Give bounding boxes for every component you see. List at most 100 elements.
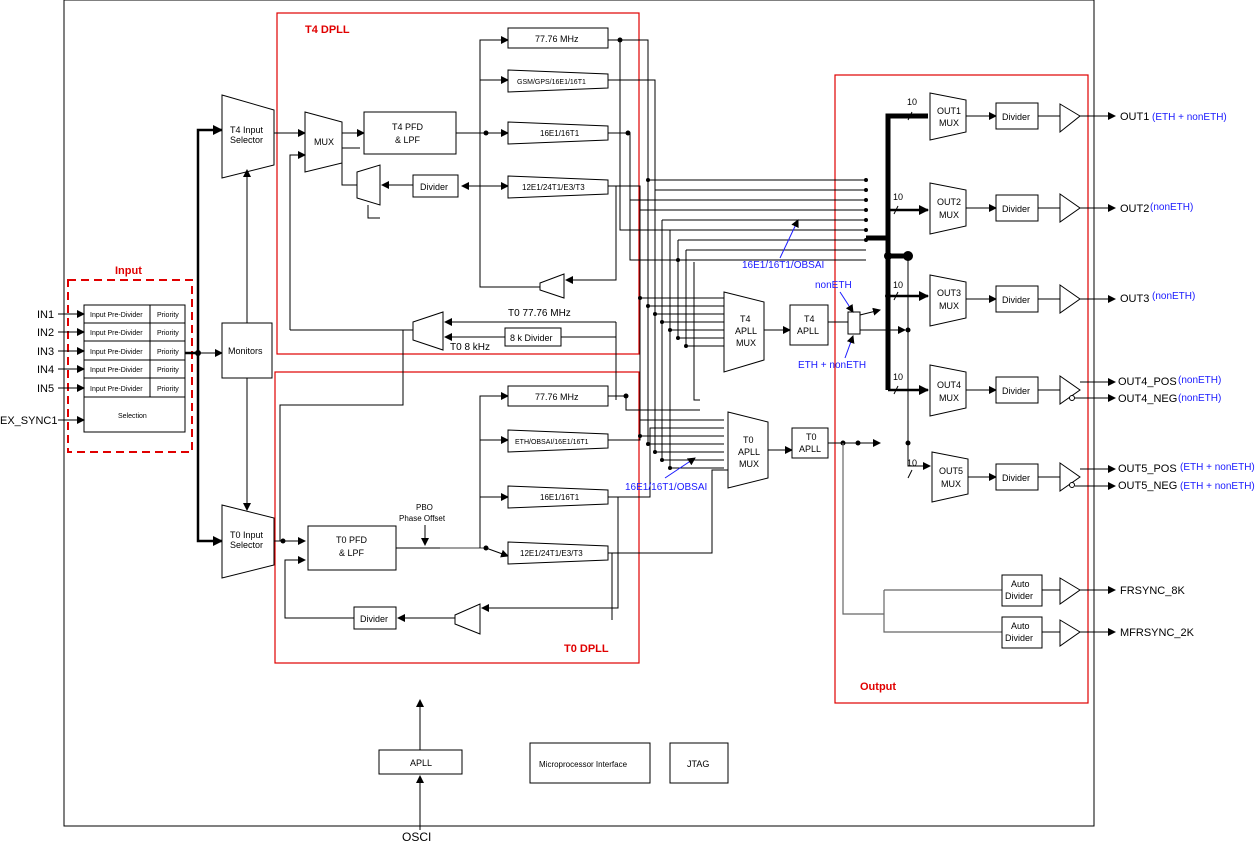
svg-text:Divider: Divider (1002, 112, 1030, 122)
t4-divider (412, 174, 459, 198)
selection-label: Selection (118, 413, 147, 420)
chip-border (63, 0, 1095, 827)
svg-text:MUX: MUX (939, 118, 959, 128)
svg-text:Divider: Divider (1002, 295, 1030, 305)
svg-text:8 k Divider: 8 k Divider (510, 333, 553, 343)
input-table (83, 304, 186, 433)
svg-text:Input Pre-Divider: Input Pre-Divider (90, 367, 143, 374)
svg-text:APLL: APLL (799, 444, 821, 454)
pin-mfrsync: MFRSYNC_2K (1120, 627, 1195, 639)
svg-text:OUT5: OUT5 (939, 466, 963, 476)
output-pins: OUT1 (ETH + nonETH) OUT2 (nonETH) OUT3 (… (1118, 111, 1255, 639)
pin-out3: OUT3 (1120, 293, 1149, 305)
obsai-t4-label: 16E1/16T1/OBSAI (742, 260, 824, 271)
pin-out1: OUT1 (1120, 111, 1149, 123)
t4-gsm-block (507, 69, 609, 93)
svg-text:MUX: MUX (939, 210, 959, 220)
output-mux-1: 10 OUT1 MUX (907, 92, 967, 141)
svg-text:(ETH + nonETH): (ETH + nonETH) (1180, 481, 1255, 492)
svg-text:MUX: MUX (739, 459, 759, 469)
svg-text:Priority: Priority (157, 367, 179, 374)
t0-dpll-label: T0 DPLL (564, 643, 609, 655)
svg-text:T4: T4 (804, 314, 815, 324)
t4-apll-out-sel (847, 311, 861, 335)
output-chain-5: Divider (968, 462, 1116, 492)
svg-text:GSM/GPS/16E1/16T1: GSM/GPS/16E1/16T1 (517, 79, 586, 86)
routing-lines (608, 39, 866, 554)
microprocessor-interface-block (529, 742, 651, 784)
svg-text:T0: T0 (743, 435, 754, 445)
t4-pfd-lpf (363, 111, 457, 155)
pin-out5-neg: OUT5_NEG (1118, 480, 1177, 492)
pin-ex-sync1: EX_SYNC1 (0, 415, 57, 427)
output-group (834, 74, 1089, 704)
output-mux-5: 10 OUT5 MUX (907, 451, 969, 503)
pin-in2: IN2 (37, 327, 54, 339)
noneth-label: nonETH (815, 280, 852, 291)
svg-text:T4 Input: T4 Input (230, 125, 264, 135)
t0-16e1-block (507, 485, 609, 509)
apll-block (378, 749, 463, 775)
input-label: Input (115, 265, 142, 277)
svg-text:T4: T4 (740, 314, 751, 324)
pin-out4-neg: OUT4_NEG (1118, 393, 1177, 405)
t0-12e1-block (507, 541, 609, 565)
svg-text:OUT3: OUT3 (937, 288, 961, 298)
svg-text:Priority: Priority (157, 312, 179, 319)
svg-text:APLL: APLL (410, 758, 432, 768)
svg-text:PBO: PBO (416, 503, 433, 512)
t4-77mhz-block (507, 27, 609, 49)
svg-text:10: 10 (907, 97, 917, 107)
t0-dpll-group (274, 371, 640, 664)
svg-text:Auto: Auto (1011, 621, 1030, 631)
t0-8khz-label: T0 8 kHz (450, 342, 490, 353)
svg-text:(nonETH): (nonETH) (1178, 393, 1221, 404)
svg-text:APLL: APLL (797, 326, 819, 336)
input-rows: Input Pre-Divider Priority Input Pre-Div… (90, 312, 179, 420)
output-mux-3: 10 OUT3 MUX (893, 274, 967, 327)
svg-text:MUX: MUX (736, 338, 756, 348)
svg-text:Divider: Divider (360, 614, 388, 624)
auto-divider-2: Auto Divider (1001, 616, 1116, 649)
input-group (67, 279, 193, 453)
svg-text:T0 Input: T0 Input (230, 530, 264, 540)
svg-text:Input Pre-Divider: Input Pre-Divider (90, 312, 143, 319)
pin-frsync: FRSYNC_8K (1120, 585, 1185, 597)
t4-16e1-block (507, 121, 609, 145)
svg-text:Selector: Selector (230, 540, 263, 550)
svg-text:Divider: Divider (1002, 204, 1030, 214)
svg-text:T0: T0 (806, 432, 817, 442)
svg-text:Phase Offset: Phase Offset (399, 514, 446, 523)
svg-text:Monitors: Monitors (228, 346, 263, 356)
svg-text:Priority: Priority (157, 349, 179, 356)
svg-text:Selector: Selector (230, 135, 263, 145)
svg-text:& LPF: & LPF (339, 548, 365, 558)
t4-t0-sel (412, 311, 444, 351)
t0-feedback-sel (454, 603, 481, 635)
t4-12e1-block (507, 175, 609, 199)
svg-text:MUX: MUX (939, 301, 959, 311)
t0-eth-block (507, 429, 609, 453)
svg-text:T0 PFD: T0 PFD (336, 535, 368, 545)
svg-text:Divider: Divider (1005, 633, 1033, 643)
pin-out5-pos: OUT5_POS (1118, 463, 1177, 475)
svg-text:(nonETH): (nonETH) (1152, 291, 1195, 302)
svg-text:Divider: Divider (1002, 473, 1030, 483)
svg-text:Priority: Priority (157, 386, 179, 393)
pin-in5: IN5 (37, 383, 54, 395)
svg-text:(ETH + nonETH): (ETH + nonETH) (1152, 112, 1227, 123)
svg-text:T4 PFD: T4 PFD (392, 122, 424, 132)
svg-text:10: 10 (893, 280, 903, 290)
pin-osci: OSCI (402, 830, 431, 843)
output-chain-3: Divider (966, 284, 1116, 314)
t0-input-selector (221, 504, 275, 579)
svg-text:Input Pre-Divider: Input Pre-Divider (90, 386, 143, 393)
t4-feedback-mux (356, 164, 381, 206)
svg-text:OUT4: OUT4 (937, 380, 961, 390)
t0-apll (791, 427, 829, 459)
svg-text:Input Pre-Divider: Input Pre-Divider (90, 330, 143, 337)
svg-text:Divider: Divider (1002, 386, 1030, 396)
t4-apll-mux (723, 291, 765, 373)
t4-dpll-label: T4 DPLL (305, 24, 350, 36)
